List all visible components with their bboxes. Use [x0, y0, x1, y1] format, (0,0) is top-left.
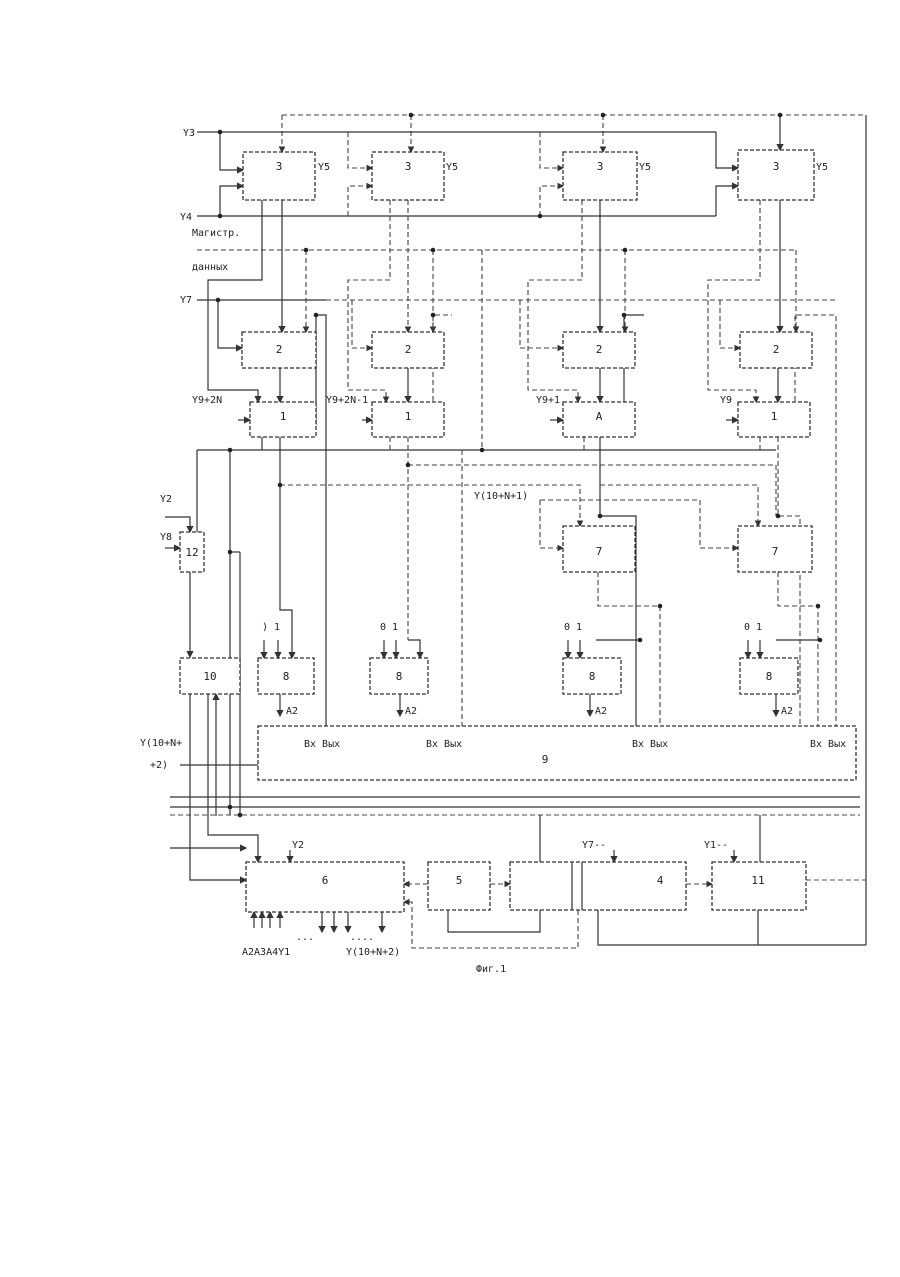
block-6 [246, 862, 404, 912]
block-8-d-label: 8 [766, 670, 773, 683]
block-6-label: 6 [322, 874, 329, 887]
block-1-b-label: 1 [405, 410, 412, 423]
label-a2-b: A2 [405, 706, 417, 717]
label-vx-a: Вх Вых [304, 739, 340, 750]
block-2-d-label: 2 [773, 343, 780, 356]
block-9-label: 9 [542, 753, 549, 766]
label-y8: Y8 [160, 532, 172, 543]
block-10-label: 10 [203, 670, 216, 683]
block-2-b-label: 2 [405, 343, 412, 356]
block-8-a-label: 8 [283, 670, 290, 683]
label-vx-d: Вх Вых [810, 739, 846, 750]
label-vx-b: Вх Вых [426, 739, 462, 750]
row-blocks-8: 8 8 8 8 [258, 658, 798, 694]
block-3-d-label: 3 [773, 160, 780, 173]
label-y5-c: Y5 [639, 162, 651, 173]
label-y10-n-2-a: Y(10+N+ [140, 738, 182, 749]
label-a2-d: A2 [781, 706, 793, 717]
label-bus-a: Магистр. [192, 228, 240, 239]
row-blocks-7: 7 7 [563, 526, 812, 572]
label-01-d: 0 1 [744, 622, 762, 633]
block-5-label: 5 [456, 874, 463, 887]
block-7-b-label: 7 [772, 545, 779, 558]
label-y10-n-1: Y(10+N+1) [474, 491, 528, 502]
label-dots-2: .... [350, 932, 374, 943]
label-y2-bottom: Y2 [292, 840, 304, 851]
block-4-label: 4 [657, 874, 664, 887]
row-blocks-3: 3 3 3 3 [243, 150, 814, 200]
row-blocks-2: 2 2 2 2 [242, 332, 812, 368]
block-8-c-label: 8 [589, 670, 596, 683]
label-bottom-inputs: A2A3A4Y1 [242, 947, 290, 958]
label-01-c: 0 1 [564, 622, 582, 633]
block-9 [258, 726, 856, 780]
label-y7: Y7 [180, 295, 192, 306]
block-7-a-label: 7 [596, 545, 603, 558]
label-y9-2n-1: Y9+2N-1 [326, 395, 368, 406]
label-y5-d: Y5 [816, 162, 828, 173]
label-vx-c: Вх Вых [632, 739, 668, 750]
label-y10-n-2-c: Y(10+N+2) [346, 947, 400, 958]
label-y5-b: Y5 [446, 162, 458, 173]
label-bus-b: данных [192, 262, 228, 273]
figure-caption: Фиг.1 [476, 964, 506, 975]
block-12-label: 12 [185, 546, 198, 559]
label-y7-bottom: Y7-- [582, 840, 606, 851]
label-a2-c: A2 [595, 706, 607, 717]
label-dots: ... [296, 932, 314, 943]
label-y4: Y4 [180, 212, 192, 223]
label-01-b: 0 1 [380, 622, 398, 633]
label-01-a: ) 1 [262, 622, 280, 633]
block-11-label: 11 [751, 874, 764, 887]
label-y10-n-2-b: +2) [150, 760, 168, 771]
label-y3: Y3 [183, 128, 195, 139]
block-8-b-label: 8 [396, 670, 403, 683]
block-2-c-label: 2 [596, 343, 603, 356]
block-3-b-label: 3 [405, 160, 412, 173]
other-blocks: 12 10 9 6 5 4 11 [180, 532, 856, 912]
label-y2: Y2 [160, 494, 172, 505]
block-1-a-label: 1 [280, 410, 287, 423]
label-y9: Y9 [720, 395, 732, 406]
block-1-c-label: A [596, 410, 603, 423]
label-y9-2n: Y9+2N [192, 395, 222, 406]
label-y1: Y1-- [704, 840, 728, 851]
label-y9-1: Y9+1 [536, 395, 560, 406]
block-2-a-label: 2 [276, 343, 283, 356]
block-3-d [738, 150, 814, 200]
block-3-c-label: 3 [597, 160, 604, 173]
block-1-d-label: 1 [771, 410, 778, 423]
label-a2-a: A2 [286, 706, 298, 717]
label-y5-a: Y5 [318, 162, 330, 173]
block-3-a-label: 3 [276, 160, 283, 173]
